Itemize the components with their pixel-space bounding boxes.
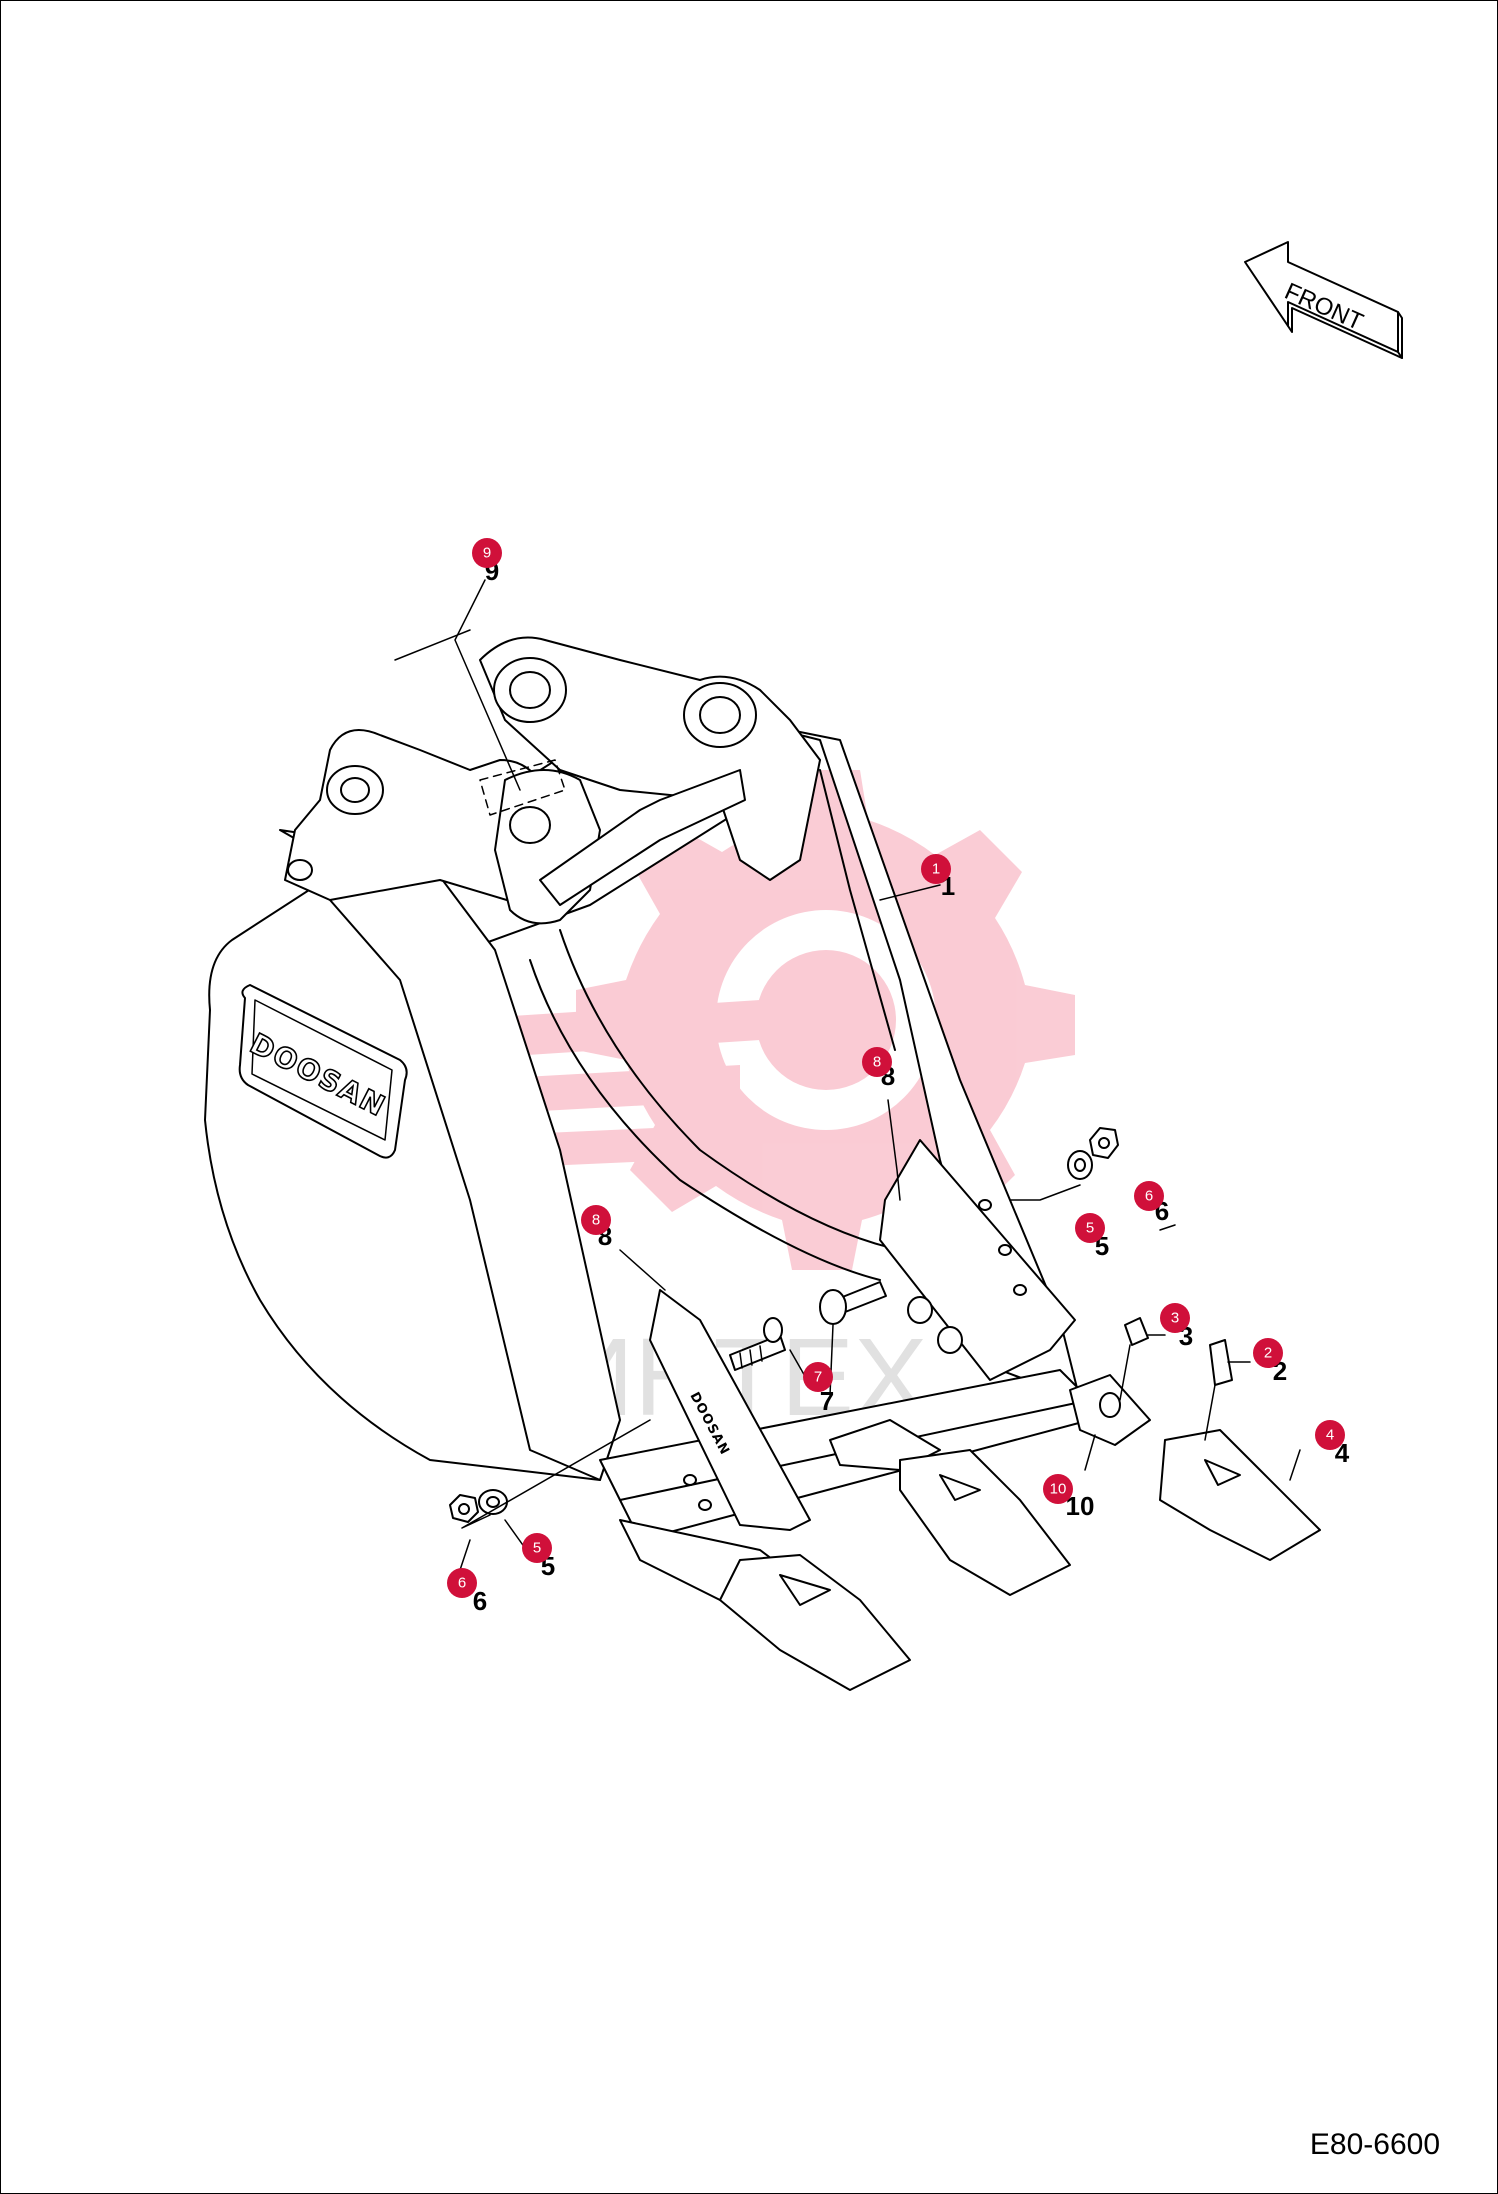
- svg-text:8: 8: [873, 1054, 881, 1071]
- callout-4[interactable]: 4: [1315, 1420, 1345, 1450]
- callout-8-left[interactable]: 8: [581, 1205, 611, 1235]
- svg-text:1: 1: [932, 861, 940, 878]
- svg-text:3: 3: [1171, 1310, 1179, 1327]
- tooth-middle: [829, 1419, 1071, 1596]
- svg-text:6: 6: [458, 1575, 466, 1592]
- svg-text:7: 7: [820, 1386, 834, 1416]
- callout-5-left[interactable]: 5: [522, 1533, 552, 1563]
- svg-text:2: 2: [1264, 1345, 1272, 1362]
- nut-left: [449, 1494, 479, 1523]
- svg-text:10: 10: [1050, 1481, 1067, 1498]
- callout-2[interactable]: 2: [1253, 1338, 1283, 1368]
- washer-right: [1067, 1150, 1093, 1180]
- svg-text:8: 8: [592, 1212, 600, 1229]
- svg-text:7: 7: [814, 1369, 822, 1386]
- svg-text:5: 5: [533, 1540, 541, 1557]
- tooth-left: [619, 1519, 911, 1691]
- callout-6-left[interactable]: 6: [447, 1568, 477, 1598]
- side-cutter-left: DOOSAN: [649, 1289, 811, 1531]
- callout-6-right[interactable]: 6: [1134, 1181, 1164, 1211]
- callout-8-right[interactable]: 8: [862, 1047, 892, 1077]
- drawing-code: E80-6600: [1309, 2128, 1440, 2161]
- svg-text:9: 9: [483, 545, 491, 562]
- callout-7[interactable]: 7: [803, 1362, 833, 1392]
- svg-text:4: 4: [1326, 1427, 1334, 1444]
- callout-5-right[interactable]: 5: [1075, 1213, 1105, 1243]
- svg-text:5: 5: [1086, 1220, 1094, 1237]
- side-cutter-right: [879, 1139, 1076, 1381]
- tooth-lock: [1124, 1317, 1149, 1346]
- callout-3[interactable]: 3: [1160, 1303, 1190, 1333]
- bolt-left: [729, 1317, 786, 1371]
- nut-right: [1089, 1127, 1119, 1159]
- callout-9[interactable]: 9: [472, 538, 502, 568]
- front-arrow-icon: FRONT: [1244, 241, 1403, 359]
- callout-10[interactable]: 10: [1043, 1474, 1073, 1504]
- svg-text:6: 6: [1145, 1188, 1153, 1205]
- bolt-right: [819, 1281, 887, 1325]
- bucket-lugs: [284, 636, 821, 925]
- tooth-pin: [1209, 1339, 1233, 1386]
- svg-text:6: 6: [473, 1586, 487, 1616]
- tooth-right: [1069, 1374, 1321, 1561]
- callout-1[interactable]: 1: [921, 854, 951, 884]
